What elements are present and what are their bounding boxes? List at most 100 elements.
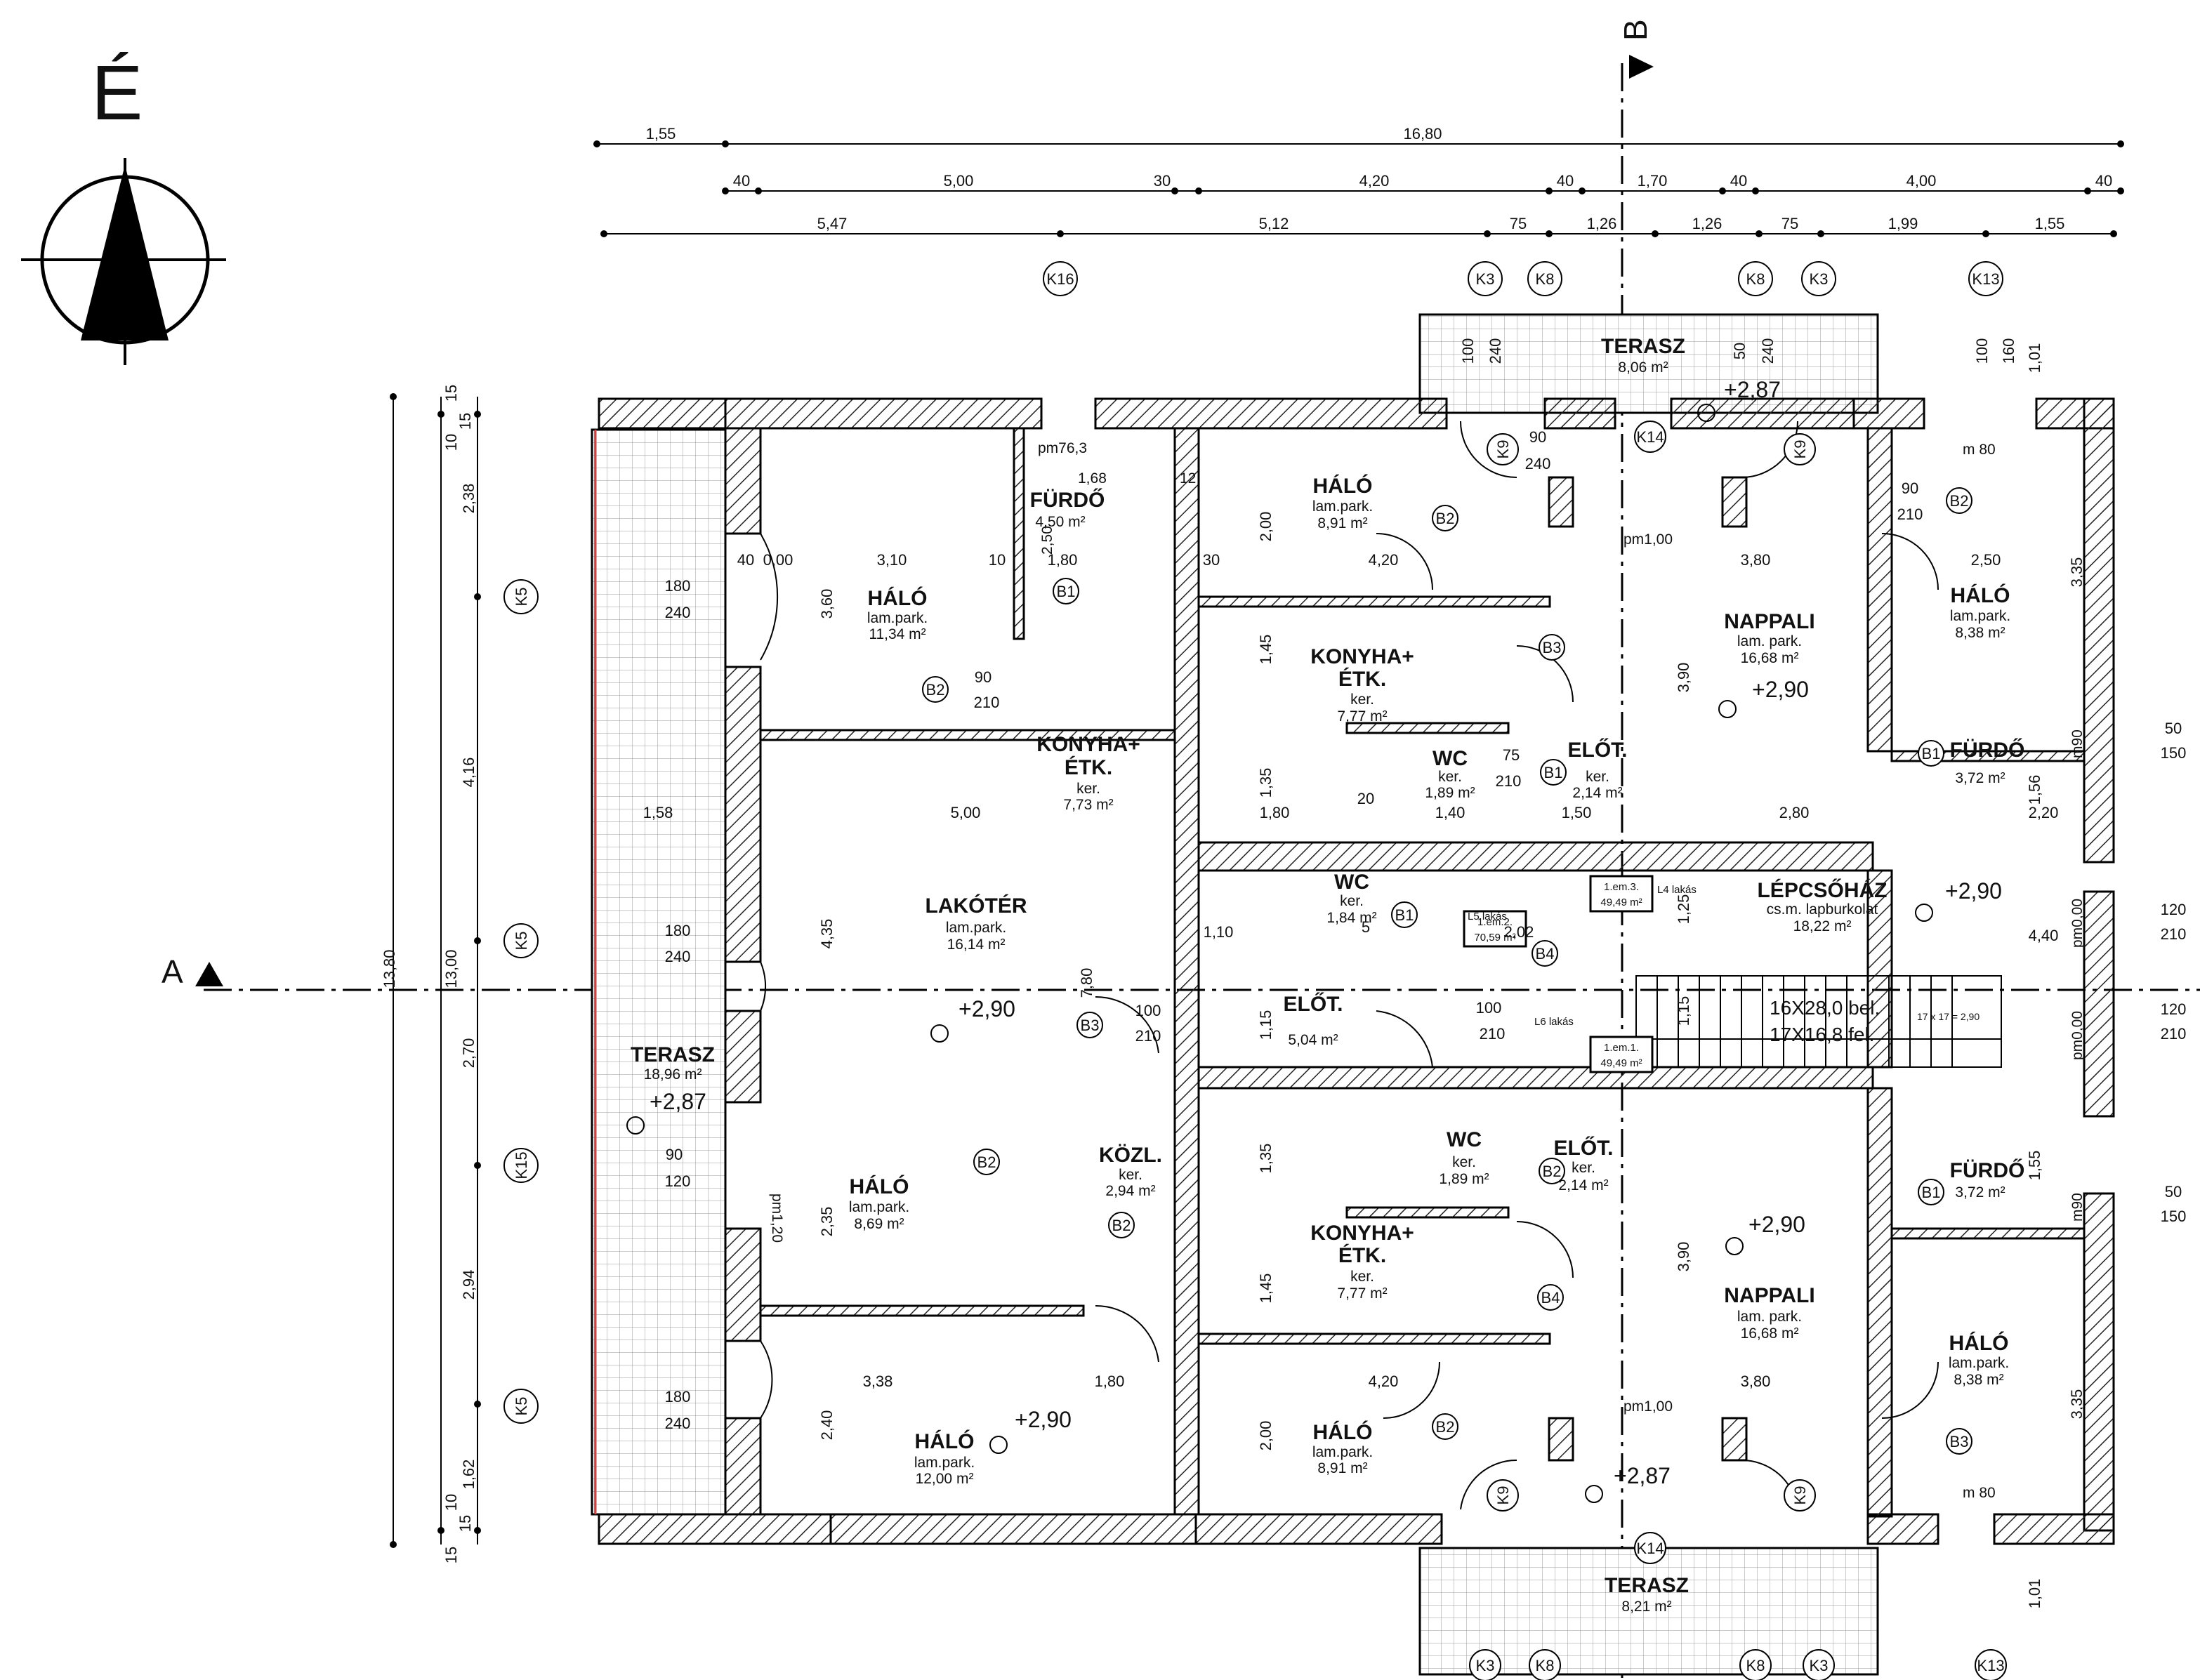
dim-left-small-1: 15	[442, 385, 460, 402]
door-tag-k9-1: K9	[1494, 440, 1512, 459]
int-dim-15: 4,40	[2029, 927, 2059, 944]
dim-low-1: 5,47	[817, 215, 848, 232]
open-dim-26: 160	[2000, 338, 2017, 364]
room-area-eloft-n: 2,14 m²	[1572, 785, 1622, 801]
axis-tag-k16: K16	[1046, 270, 1074, 288]
interior-dims: 3,10 1,80 4,20 3,80 2,50 1,58 5,00 1,10 …	[643, 512, 2086, 1451]
misc-label-13: 12	[1180, 470, 1196, 487]
room-finish-nappali-s: lam. park.	[1737, 1309, 1802, 1325]
misc-label-10: pm0,00	[2069, 1011, 2086, 1060]
room-finish-halo-sc: lam.park.	[1312, 1444, 1373, 1460]
room-finish-konyha-sc: ker.	[1350, 1269, 1374, 1285]
int-dim-11: 1,50	[1562, 804, 1592, 821]
open-dim-23: 90	[1529, 428, 1546, 446]
open-dim-28: 1,01	[2026, 1579, 2043, 1609]
room-name-halo-nc: HÁLÓ	[1313, 474, 1373, 498]
int-dim-33: 1,35	[1257, 1144, 1274, 1174]
level-halo-sw: +2,90	[1015, 1407, 1072, 1432]
int-dim-38: 1,56	[2026, 775, 2043, 805]
section-arrow-b	[1629, 55, 1654, 79]
misc-label-12: 2,50	[1039, 526, 1055, 555]
right-dim-4: 210	[2161, 925, 2187, 943]
open-dim-18: 210	[1496, 772, 1522, 790]
int-dim-7: 5,00	[951, 804, 981, 821]
door-tag-b2-6: B2	[1112, 1217, 1131, 1234]
open-dim-5: 90	[666, 1146, 683, 1163]
right-dim-2: 150	[2161, 744, 2187, 762]
misc-label-7: m90	[2069, 729, 2086, 758]
misc-label-5: m 80	[1963, 442, 1996, 458]
terrace-north	[1418, 313, 1879, 414]
int-dim-25: 2,00	[1257, 512, 1274, 542]
room-area-terasz-s: 8,21 m²	[1621, 1599, 1671, 1615]
room-finish-halo-nw: lam.park.	[867, 610, 928, 626]
top-dim-ticks	[593, 140, 2124, 237]
apt-no-3: 1.em.1.	[1604, 1042, 1639, 1054]
room-finish-kozl: ker.	[1119, 1167, 1142, 1183]
int-dim-35: 1,25	[1675, 894, 1692, 925]
misc-label-8: m90	[2069, 1193, 2086, 1222]
int-dim-21: 4,35	[818, 919, 836, 949]
room-area-eloft-m: 5,04 m²	[1288, 1032, 1338, 1048]
room-name-terasz-n: TERASZ	[1601, 335, 1685, 358]
open-dim-33: 20	[1357, 790, 1374, 807]
door-tag-k14-2: K14	[1636, 1540, 1664, 1557]
room-area-halo-sw: 12,00 m²	[916, 1471, 974, 1487]
open-dim-15: 90	[1902, 479, 1918, 497]
room-name-halo-se: HÁLÓ	[1949, 1331, 2009, 1355]
room-finish-halo-sw: lam.park.	[914, 1455, 975, 1471]
room-area-kozl: 2,94 m²	[1105, 1183, 1155, 1199]
door-tag-b3-3: B3	[1081, 1017, 1100, 1034]
room-area-nappali-n: 16,68 m²	[1741, 650, 1799, 666]
axis-tag-k15: K15	[513, 1151, 530, 1179]
room-name-halo-sc: HÁLÓ	[1313, 1420, 1373, 1444]
apt-area-1: 49,49 m²	[1600, 897, 1642, 908]
room-area-terasz-n: 8,06 m²	[1618, 359, 1668, 376]
dim-mid-5: 40	[1557, 172, 1574, 190]
dim-mid-2: 5,00	[944, 172, 974, 190]
dim-left-small-6: 15	[442, 1547, 460, 1563]
misc-label-3: pm1,00	[1623, 1398, 1673, 1415]
door-tag-k9-4: K9	[1791, 1486, 1809, 1505]
room-name2-konyha-sc: ÉTK.	[1338, 1243, 1386, 1267]
misc-label-6: m 80	[1963, 1485, 1996, 1501]
dim-left-small-4: 10	[442, 1494, 460, 1511]
room-name-wc-m: WC	[1334, 871, 1369, 894]
room-name-halo-ne: HÁLÓ	[1951, 583, 2010, 607]
top-dimension-chains	[597, 143, 2121, 234]
int-dim-24: 7,80	[1078, 968, 1095, 998]
axis-tags-bottom	[1469, 1649, 2007, 1680]
door-tag-b3-1: B3	[1950, 1433, 1969, 1450]
room-name-lakoter: LAKÓTÉR	[926, 894, 1027, 918]
axis-tag-k13-bot: K13	[1977, 1657, 2004, 1674]
int-dim-32: 1,35	[1257, 768, 1274, 798]
door-tag-b2-5: B2	[977, 1153, 996, 1171]
open-dim-6: 120	[665, 1172, 691, 1190]
left-dimension-chains	[393, 397, 478, 1545]
axis-tag-k3-bot-2: K3	[1810, 1657, 1829, 1674]
open-dim-32: 30	[1203, 551, 1220, 569]
apt-no-2: 1.em.2.	[1477, 916, 1513, 928]
dim-mid-1: 40	[733, 172, 750, 190]
room-area-wc-n: 1,89 m²	[1425, 785, 1475, 801]
door-tag-b2-7: B2	[1436, 1418, 1455, 1436]
int-dim-19: 3,80	[1741, 1373, 1771, 1390]
open-dim-19: 100	[1459, 338, 1477, 364]
room-finish-wc-m: ker.	[1340, 893, 1364, 909]
dim-left-seg-4: 2,94	[460, 1270, 477, 1300]
door-tag-b1-5: B1	[1922, 1184, 1941, 1201]
int-dim-26: 2,00	[1257, 1421, 1274, 1451]
room-finish-wc-s: ker.	[1452, 1154, 1476, 1170]
room-area-wc-s: 1,89 m²	[1439, 1171, 1489, 1187]
int-dim-31: 1,45	[1257, 635, 1274, 665]
open-dim-21: 50	[1731, 343, 1748, 359]
dim-mid-6: 1,70	[1638, 172, 1668, 190]
dim-low-2: 5,12	[1259, 215, 1289, 232]
level-markers	[626, 404, 1933, 1503]
door-tag-b2-3: B2	[1436, 510, 1455, 527]
int-dim-8: 1,10	[1204, 923, 1234, 941]
int-dim-17: 1,80	[1095, 1373, 1125, 1390]
axis-tag-k8-top-2: K8	[1746, 270, 1765, 288]
section-label-a: A	[162, 953, 183, 990]
